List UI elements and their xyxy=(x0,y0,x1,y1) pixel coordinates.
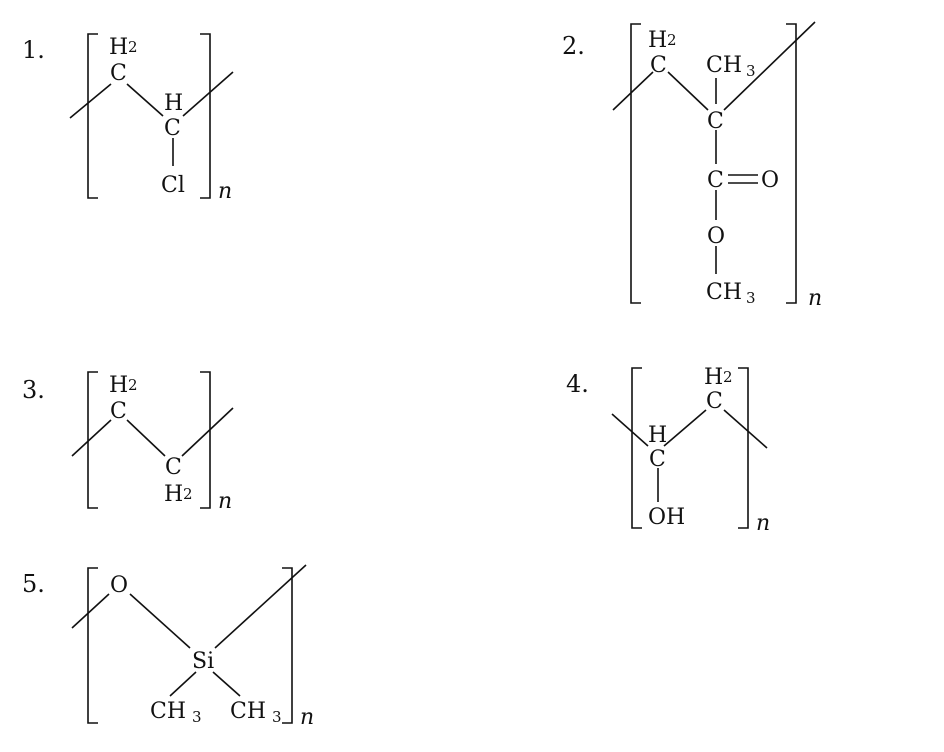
structure-4-hydroxyl: OH xyxy=(648,505,685,530)
structure-5-bond-si-me2 xyxy=(212,671,241,697)
structure-1-ch-h: H xyxy=(164,91,183,116)
structure-1-bond-left xyxy=(69,83,112,119)
structure-2-methyl: CH xyxy=(706,53,742,78)
structure-3-c2-subscript: 2 xyxy=(183,485,193,503)
structure-5-bond-right xyxy=(214,564,307,649)
structure-1-repeat-n: n xyxy=(218,179,232,204)
structure-2-carbonyl-oxygen: O xyxy=(761,168,779,193)
structure-4-repeat-n: n xyxy=(756,511,770,536)
structure-5-bond-o-si xyxy=(129,593,191,649)
structure-2-ester-oxygen: O xyxy=(707,224,725,249)
structure-2-ester-methyl-subscript: 3 xyxy=(746,289,756,307)
structure-3-bond-right xyxy=(181,407,234,457)
structure-5-methyl-2-subscript: 3 xyxy=(272,708,282,726)
structure-2-left-bracket xyxy=(630,23,641,304)
structure-1-right-bracket xyxy=(200,33,211,199)
structure-1-bond-right xyxy=(182,71,234,117)
structure-4-number: 4. xyxy=(566,370,589,398)
structure-1-bond-ch2-ch xyxy=(126,83,164,117)
structure-2-ester-methyl: CH xyxy=(706,280,742,305)
structure-1-ch2-h: H xyxy=(109,35,128,60)
structure-2-ch2-h: H xyxy=(648,28,667,53)
structure-5-left-bracket xyxy=(87,567,98,724)
structure-3-right-bracket xyxy=(200,371,211,509)
structure-5-methyl-1: CH xyxy=(150,699,186,724)
structure-4-ch-carbon: C xyxy=(649,447,666,472)
structure-2-right-bracket xyxy=(786,23,797,304)
structure-2-bond-right xyxy=(723,21,816,111)
structure-4-ch2-carbon: C xyxy=(706,389,723,414)
structure-2-ch2-subscript: 2 xyxy=(667,31,677,49)
structure-3-left-bracket xyxy=(87,371,98,509)
structure-3: H 2 C C H 2 n xyxy=(71,371,234,514)
structure-4-bond-left xyxy=(611,413,649,447)
structure-3-c1-carbon: C xyxy=(110,399,127,424)
structure-2-bond-ch2-c xyxy=(667,71,709,111)
structure-3-number: 3. xyxy=(22,376,45,404)
structure-4-ch2-h: H xyxy=(704,365,723,390)
structure-2-number: 2. xyxy=(562,32,585,60)
structure-4-bond-right xyxy=(723,409,768,449)
structure-5-bond-si-me1 xyxy=(169,671,197,697)
structure-3-bond-left xyxy=(71,419,112,457)
structure-4-right-bracket xyxy=(738,367,749,529)
structure-1-ch2-carbon: C xyxy=(110,61,127,86)
structure-1-number: 1. xyxy=(22,36,45,64)
structure-3-bond-c-c xyxy=(126,419,166,457)
structure-3-c1-h: H xyxy=(109,373,128,398)
structure-4-bond-ch-ch2 xyxy=(663,409,707,447)
structure-2-quaternary-carbon: C xyxy=(707,109,724,134)
structure-1-chlorine: Cl xyxy=(161,173,185,198)
structure-2-carbonyl-carbon: C xyxy=(707,168,724,193)
structure-1: H 2 C H C Cl n xyxy=(69,33,234,204)
structure-5-methyl-1-subscript: 3 xyxy=(192,708,202,726)
structure-2-repeat-n: n xyxy=(808,286,822,311)
structure-5-bond-left xyxy=(71,593,110,629)
structure-1-left-bracket xyxy=(87,33,98,199)
structure-2-bond-left xyxy=(612,71,654,111)
structure-4-ch2-subscript: 2 xyxy=(723,368,733,386)
structure-5-number: 5. xyxy=(22,570,45,598)
structure-1-ch-carbon: C xyxy=(164,116,181,141)
structure-3-repeat-n: n xyxy=(218,489,232,514)
structure-2-methyl-subscript: 3 xyxy=(746,62,756,80)
structure-5-oxygen: O xyxy=(110,573,128,598)
structure-5-right-bracket xyxy=(282,567,293,724)
structure-5-repeat-n: n xyxy=(300,705,314,730)
structure-1-ch2-subscript: 2 xyxy=(128,38,138,56)
structure-5-silicon: Si xyxy=(192,649,214,674)
structure-2: H 2 C CH 3 C C O O CH 3 n xyxy=(612,21,822,311)
structure-3-c2-h: H xyxy=(164,482,183,507)
structure-3-c1-subscript: 2 xyxy=(128,376,138,394)
structure-4: H 2 C H C OH n xyxy=(611,365,770,536)
structure-2-ch2-carbon: C xyxy=(650,53,667,78)
structure-5: O Si CH 3 CH 3 n xyxy=(71,564,314,730)
structure-4-ch-h: H xyxy=(648,423,667,448)
structure-4-left-bracket xyxy=(631,367,642,529)
structure-3-c2-carbon: C xyxy=(165,455,182,480)
structure-5-methyl-2: CH xyxy=(230,699,266,724)
